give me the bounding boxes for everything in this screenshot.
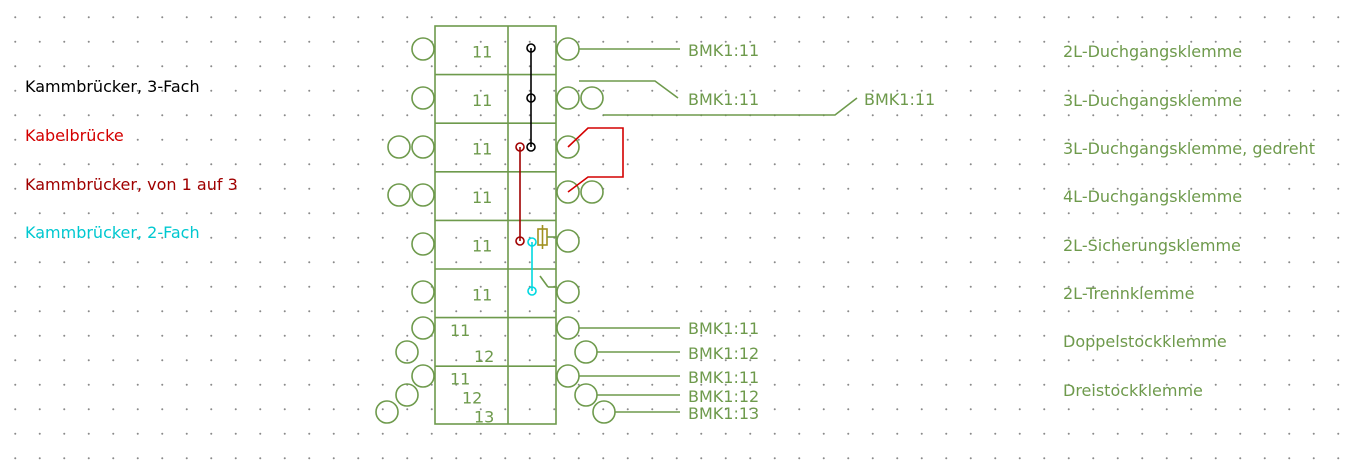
right-connection-point: [574, 340, 598, 364]
left-connection-point: [411, 364, 435, 388]
right-connection-point: [556, 280, 580, 304]
bmk-label: BMK1:11: [688, 41, 759, 60]
bmk-label: BMK1:12: [688, 344, 759, 363]
cyan-bridge-point: [527, 286, 537, 296]
right-connection-point: [556, 316, 580, 340]
labels: 11 2L-Duchgangsklemme 11 3L-Duchgangsklemme…: [450, 41, 1315, 427]
terminal-description: Doppelstockklemme: [1063, 332, 1227, 351]
terminal-number: 12: [474, 347, 494, 366]
bmk-label: BMK1:11: [864, 90, 935, 109]
left-connection-point: [375, 400, 399, 424]
right-connection-point: [592, 400, 616, 424]
right-connection-point: [580, 180, 604, 204]
terminal-description: 3L-Duchgangsklemme, gedreht: [1063, 139, 1315, 158]
wire: [579, 80, 679, 99]
terminal-description: 2L-Trennklemme: [1063, 284, 1194, 303]
left-connection-point: [411, 316, 435, 340]
left-connection-point: [387, 135, 411, 159]
left-connection-point: [395, 383, 419, 407]
switch-symbol: [539, 275, 549, 288]
terminal-number: 11: [472, 42, 492, 61]
left-connection-point: [411, 37, 435, 61]
cyan-bridge-point: [527, 237, 537, 247]
right-connection-point: [556, 37, 580, 61]
right-connection-point: [556, 229, 580, 253]
strip-outline: [434, 25, 557, 425]
right-connection-point: [556, 180, 580, 204]
terminal-number: 11: [450, 370, 470, 389]
bmk-label: BMK1:13: [688, 404, 759, 423]
black-bridge-point: [526, 43, 536, 53]
legend-item-red: Kabelbrücke: [25, 126, 124, 145]
bmk-label: BMK1:11: [688, 90, 759, 109]
left-connection-point: [387, 183, 411, 207]
bmk-label: BMK1:12: [688, 387, 759, 406]
terminal-strip: [434, 25, 557, 425]
terminal-description: 2L-Duchgangsklemme: [1063, 42, 1242, 61]
left-connection-point: [411, 183, 435, 207]
left-connection-point: [411, 86, 435, 110]
terminal-number: 11: [472, 140, 492, 159]
left-connection-point: [411, 280, 435, 304]
terminal-number: 11: [472, 91, 492, 110]
left-connection-point: [411, 135, 435, 159]
terminal-number: 11: [450, 321, 470, 340]
terminal-description: Dreistockklemme: [1063, 381, 1203, 400]
right-connection-point: [556, 86, 580, 110]
legend-item-black: Kammbrücker, 3-Fach: [25, 77, 200, 96]
darkred-bridge-point: [515, 236, 525, 246]
legend-item-darkred: Kammbrücker, von 1 auf 3: [25, 175, 238, 194]
wire: [603, 97, 858, 116]
right-connection-point: [580, 86, 604, 110]
bmk-label: BMK1:11: [688, 368, 759, 387]
bridges: [515, 43, 624, 296]
terminal-number: 11: [472, 188, 492, 207]
connection-points: [375, 37, 616, 424]
terminal-number: 13: [474, 408, 494, 427]
right-connection-point: [556, 364, 580, 388]
black-bridge-point: [526, 142, 536, 152]
right-connection-point: [574, 383, 598, 407]
darkred-bridge-point: [515, 142, 525, 152]
left-connection-point: [411, 232, 435, 256]
terminal-description: 4L-Duchgangsklemme: [1063, 187, 1242, 206]
right-connection-point: [556, 135, 580, 159]
terminal-number: 11: [472, 237, 492, 256]
black-bridge-point: [526, 93, 536, 103]
terminal-number: 11: [472, 285, 492, 304]
legend-item-cyan: Kammbrücker, 2-Fach: [25, 223, 200, 242]
bmk-label: BMK1:11: [688, 319, 759, 338]
red-cable-bridge: [567, 127, 624, 193]
wires: [579, 48, 858, 413]
terminal-description: 2L-Sicherungsklemme: [1063, 236, 1241, 255]
terminal-number: 12: [462, 389, 482, 408]
left-connection-point: [395, 340, 419, 364]
terminal-description: 3L-Duchgangsklemme: [1063, 91, 1242, 110]
